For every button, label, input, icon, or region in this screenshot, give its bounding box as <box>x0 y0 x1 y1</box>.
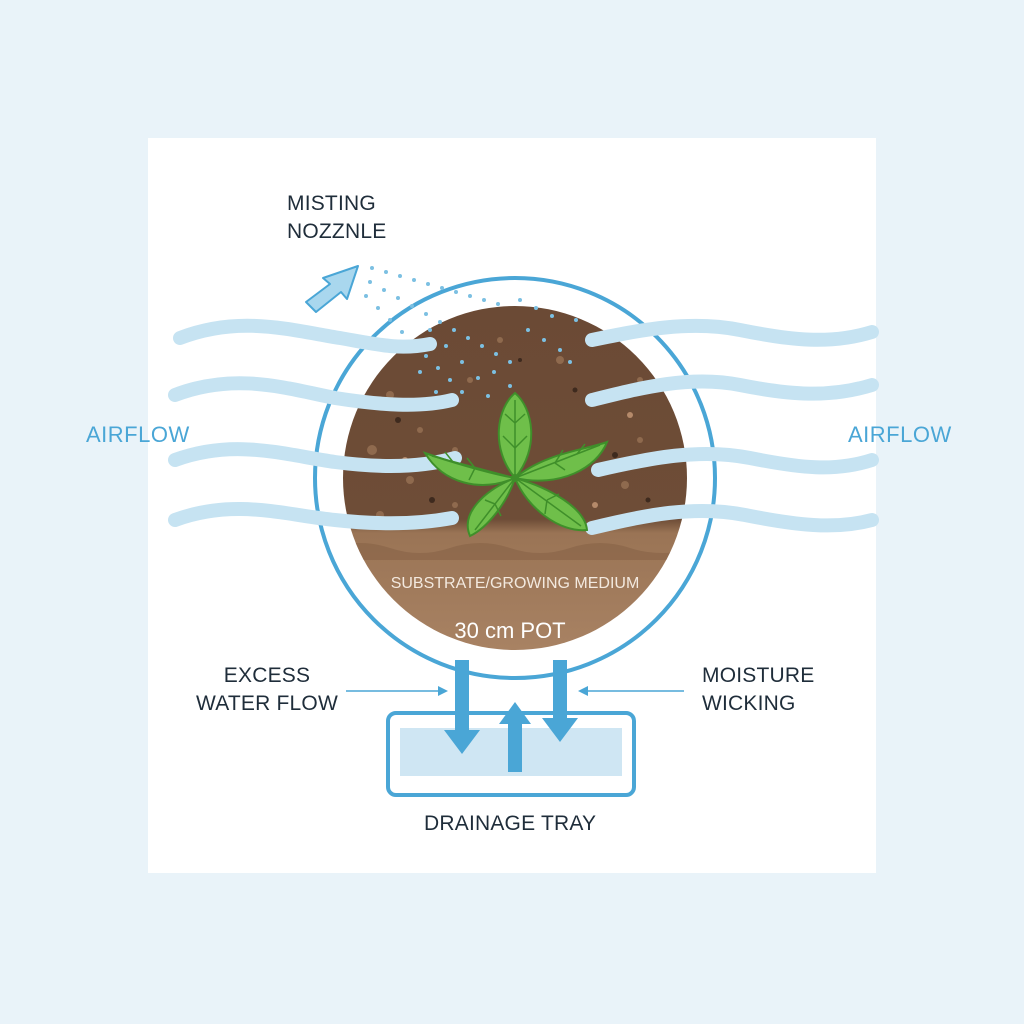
excess-water-arrow-right <box>542 660 578 742</box>
substrate-label: SUBSTRATE/GROWING MEDIUM <box>391 575 640 592</box>
excess-water-flow-label: EXCESS WATER FLOW <box>196 664 338 715</box>
nozzle-arrow-icon <box>305 265 359 313</box>
moisture-wicking-label: MOISTURE WICKING <box>702 664 815 715</box>
excess-water-arrow-left <box>444 660 480 754</box>
water-flow-arrows <box>444 660 578 772</box>
airflow-left-label: AIRFLOW <box>86 422 190 447</box>
plant-icon <box>422 391 609 538</box>
airflow-waves <box>168 318 879 535</box>
moisture-wicking-arrow-up <box>499 702 531 772</box>
drainage-tray-label: DRAINAGE TRAY <box>424 812 597 835</box>
pot-size-label: 30 cm POT <box>454 618 565 643</box>
misting-nozzle-label: MISTING NOZZNLE <box>287 192 387 243</box>
airflow-right-label: AIRFLOW <box>848 422 952 447</box>
